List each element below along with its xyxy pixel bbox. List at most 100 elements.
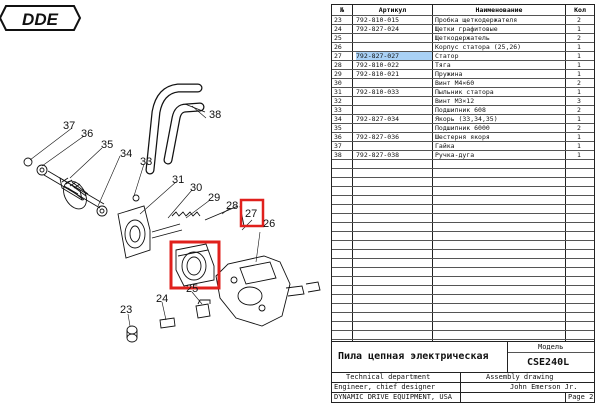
table-cell-article: 792-827-027 [356,52,432,61]
table-cell-name: Щеткодержатель [435,34,490,42]
table-cell-qty: 2 [577,16,581,24]
table-cell-name: Винт М4×60 [435,79,475,87]
callout-36: 36 [81,128,93,140]
callout-31: 31 [172,174,184,186]
row-divider [332,339,594,340]
header-article: Артикул [378,6,407,14]
table-cell-qty: 1 [577,151,581,159]
engineer-name: John Emerson Jr. [510,383,578,391]
exploded-diagram: DDE [0,5,321,343]
table-cell-qty: 2 [577,124,581,132]
table-cell-num: 33 [334,106,342,114]
table-cell-name: Тяга [435,61,451,69]
row-divider [332,78,594,79]
dde-logo: DDE [0,5,82,31]
row-divider [332,267,594,268]
row-divider [332,321,594,322]
doc-type: Assembly drawing [486,373,554,381]
table-cell-article: 792-827-024 [356,25,400,33]
titleblock-top-border [332,341,594,342]
callout-25: 25 [186,283,198,295]
table-cell-article: 792-810-015 [356,16,400,24]
table-cell-name: Пыльник статора [435,88,494,96]
row-divider [332,159,594,160]
table-cell-num: 35 [334,124,342,132]
row-divider [332,87,594,88]
col-divider [565,5,566,342]
stator-highlight-box [169,240,221,290]
logo-text: DDE [22,10,59,29]
table-cell-name: Гайка [435,142,455,150]
titleblock-line [332,392,594,393]
row-divider [332,258,594,259]
table-cell-article: 792-827-036 [356,133,400,141]
callout-38: 38 [209,109,221,121]
table-cell-name: Щетки графитовые [435,25,498,33]
row-divider [332,303,594,304]
table-cell-name: Винт М3×12 [435,97,475,105]
table-cell-qty: 3 [577,97,581,105]
col-divider [432,5,433,342]
row-divider [332,132,594,133]
table-cell-qty: 1 [577,70,581,78]
table-cell-article: 792-810-022 [356,61,400,69]
table-cell-name: Пружина [435,70,463,78]
titleblock-divider [460,372,461,402]
row-divider [332,330,594,331]
table-cell-qty: 1 [577,43,581,51]
row-divider [332,60,594,61]
col-divider [352,5,353,342]
table-cell-name: Якорь (33,34,35) [435,115,498,123]
product-title: Пила цепная электрическая [338,351,489,362]
header-name: Наименование [475,6,523,14]
table-cell-name: Пробка щеткодержателя [435,16,518,24]
table-cell-article: 792-810-021 [356,70,400,78]
table-cell-name: Шестерня якоря [435,133,490,141]
table-cell-num: 30 [334,79,342,87]
model-name: CSE240L [527,357,570,368]
table-cell-name: Корпус статора (25,26) [435,43,522,51]
table-cell-article: 792-827-038 [356,151,400,159]
table-cell-qty: 1 [577,115,581,123]
row-divider [332,69,594,70]
row-divider [332,249,594,250]
row-divider [332,105,594,106]
row-divider [332,276,594,277]
callout-23: 23 [120,304,132,316]
engineer-role: Engineer, chief designer [334,383,436,391]
callout-34: 34 [120,148,132,160]
row-divider [332,204,594,205]
header-qty: Кол [574,6,586,14]
row-divider [332,114,594,115]
table-cell-qty: 2 [577,79,581,87]
table-cell-qty: 2 [577,106,581,114]
table-cell-qty: 1 [577,25,581,33]
row-divider [332,24,594,25]
page-number: Page 2 [568,393,594,401]
row-divider [332,123,594,124]
callout-27: 27 [245,208,257,220]
table-cell-qty: 1 [577,52,581,60]
callout-27-highlight-box [239,198,265,228]
row-divider [332,96,594,97]
row-divider [332,15,594,16]
table-cell-num: 24 [334,25,342,33]
row-divider [332,222,594,223]
row-divider [332,285,594,286]
row-divider [332,168,594,169]
titleblock-line [332,372,594,373]
table-cell-num: 29 [334,70,342,78]
header-num: № [340,6,344,14]
callout-29: 29 [208,192,220,204]
callout-37: 37 [63,120,75,132]
row-divider [332,294,594,295]
table-cell-num: 38 [334,151,342,159]
table-cell-num: 26 [334,43,342,51]
row-divider [332,141,594,142]
table-cell-qty: 1 [577,133,581,141]
table-cell-num: 25 [334,34,342,42]
callout-35: 35 [101,139,113,151]
table-cell-qty: 1 [577,88,581,96]
dept-label: Technical department [346,373,431,381]
